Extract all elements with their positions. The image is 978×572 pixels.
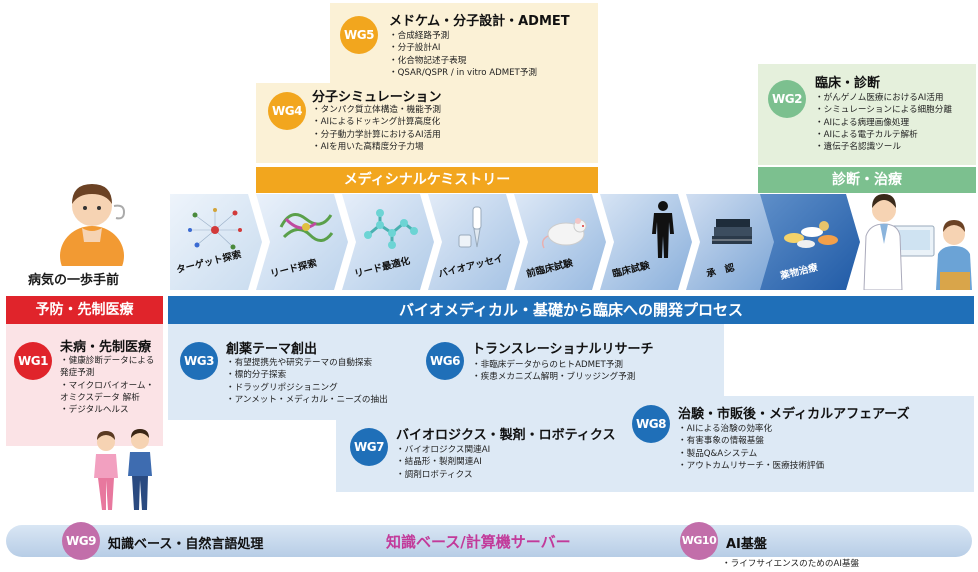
process-step-2 xyxy=(256,194,348,290)
wg8-title: 治験・市販後・メディカルアフェアーズ xyxy=(678,407,910,422)
wg2-item: AIによる電子カルテ解析 xyxy=(815,129,952,141)
wg7-title: バイオロジクス・製剤・ロボティクス xyxy=(396,428,616,443)
wg5-item: 分子設計AI xyxy=(389,42,537,54)
wg6-title: トランスレーショナルリサーチ xyxy=(472,342,654,357)
wg7-item: バイオロジクス関連AI xyxy=(396,444,491,456)
wg7-list: バイオロジクス関連AI 結晶形・製剤関連AI 調剤ロボティクス xyxy=(396,444,491,481)
wg8-item: AIによる治験の効率化 xyxy=(678,423,824,435)
pills-icon xyxy=(784,221,838,248)
wg5-title: メドケム・分子設計・ADMET xyxy=(389,14,570,29)
books-icon xyxy=(712,219,752,244)
wg1-list: 健康診断データによる発症予測 マイクロバイオーム・オミクスデータ 解析 デジタル… xyxy=(60,355,160,416)
diagnosis-band: 診断・治療 xyxy=(758,167,976,193)
wg5-item: QSAR/QSPR / in vitro ADMET予測 xyxy=(389,67,537,79)
prevention-band: 予防・先制医療 xyxy=(6,296,163,324)
mouse-icon xyxy=(541,218,587,249)
wg9-title: 知識ベース・自然言語処理 xyxy=(108,537,264,552)
wg8-badge: WG8 xyxy=(632,405,670,443)
wg6-badge: WG6 xyxy=(426,342,464,380)
wg4-title: 分子シミュレーション xyxy=(312,90,442,105)
wg10-title: AI基盤 xyxy=(726,537,767,552)
wg6-item: 非臨床データからのヒトADMET予測 xyxy=(472,359,635,371)
lead-protein-icon xyxy=(279,213,334,242)
wg1-title: 未病・先制医療 xyxy=(60,340,152,355)
wg6-item: 疾患メカニズム解明・ブリッジング予測 xyxy=(472,371,636,383)
doctor-patient-illustration xyxy=(863,194,972,290)
wg2-badge: WG2 xyxy=(768,80,806,118)
wg2-item: AIによる病理画像処理 xyxy=(815,117,952,129)
wg1-badge: WG1 xyxy=(14,342,52,380)
lower-blue-area-wg8 xyxy=(620,396,974,426)
wg8-list: AIによる治験の効率化 有害事象の情報基盤 製品Q&Aシステム アウトカムリサー… xyxy=(678,423,825,472)
wg4-item: AIを用いた高精度分子力場 xyxy=(312,141,441,153)
wg8-item: 有害事象の情報基盤 xyxy=(678,435,824,447)
wg1-item: デジタルヘルス xyxy=(60,404,160,416)
wg3-badge: WG3 xyxy=(180,342,218,380)
wg3-title: 創薬テーマ創出 xyxy=(226,342,318,357)
medchem-band: メディシナルケミストリー xyxy=(256,167,598,193)
patient-illustration xyxy=(60,184,126,266)
wg5-item: 合成経路予測 xyxy=(389,30,537,42)
wg4-badge: WG4 xyxy=(268,92,306,130)
wg5-item: 化合物記述子表現 xyxy=(389,55,537,67)
wg1-item: 健康診断データによる発症予測 xyxy=(60,355,160,380)
wg7-item: 結晶形・製剤関連AI xyxy=(396,456,490,468)
wg2-item: シミュレーションによる細胞分離 xyxy=(815,104,952,116)
process-step-3 xyxy=(342,194,434,290)
wg7-badge: WG7 xyxy=(350,428,388,466)
wg3-item: アンメット・メディカル・ニーズの抽出 xyxy=(226,394,388,406)
wg2-title: 臨床・診断 xyxy=(815,76,881,91)
patient-label: 病気の一歩手前 xyxy=(28,273,120,288)
wg6-list: 非臨床データからのヒトADMET予測 疾患メカニズム解明・ブリッジング予測 xyxy=(472,359,636,384)
children-running-illustration xyxy=(94,429,152,510)
wg4-list: タンパク質立体構造・機能予測 AIによるドッキング計算高度化 分子動力学計算にお… xyxy=(312,104,441,153)
wg4-item: AIによるドッキング計算高度化 xyxy=(312,116,441,128)
wg1-item: マイクロバイオーム・オミクスデータ 解析 xyxy=(60,380,160,405)
knowledge-base-label: 知識ベース/計算機サーバー xyxy=(386,533,571,551)
wg3-item: 有望提携先や研究テーマの自動探索 xyxy=(226,357,388,369)
wg2-item: がんゲノム医療におけるAI活用 xyxy=(815,92,952,104)
process-band: バイオメディカル・基礎から臨床への開発プロセス xyxy=(168,296,974,324)
wg5-list: 合成経路予測 分子設計AI 化合物記述子表現 QSAR/QSPR / in vi… xyxy=(389,30,537,79)
process-step-6 xyxy=(600,194,692,290)
knowledge-base-bar xyxy=(6,525,972,557)
wg7-item: 調剤ロボティクス xyxy=(396,469,490,481)
wg10-item: ライフサイエンスのためのAI基盤 xyxy=(722,558,859,570)
wg2-item: 遺伝子名認識ツール xyxy=(815,141,952,153)
wg10-list: ライフサイエンスのためのAI基盤 xyxy=(722,558,859,570)
wg5-badge: WG5 xyxy=(340,16,378,54)
wg8-item: アウトカムリサーチ・医療技術評価 xyxy=(678,460,825,472)
wg3-list: 有望提携先や研究テーマの自動探索 標的分子探索 ドラッグリポジショニング アンメ… xyxy=(226,357,388,406)
human-body-icon xyxy=(652,201,674,258)
wg4-item: タンパク質立体構造・機能予測 xyxy=(312,104,441,116)
wg3-item: 標的分子探索 xyxy=(226,369,388,381)
target-network-icon xyxy=(188,208,242,250)
wg4-item: 分子動力学計算におけるAI活用 xyxy=(312,129,441,141)
wg9-badge: WG9 xyxy=(62,522,100,560)
wg3-item: ドラッグリポジショニング xyxy=(226,382,388,394)
wg10-badge: WG10 xyxy=(680,522,718,560)
wg2-list: がんゲノム医療におけるAI活用 シミュレーションによる細胞分離 AIによる病理画… xyxy=(815,92,952,153)
pipette-icon xyxy=(458,206,482,248)
lead-molecule-icon xyxy=(364,209,418,249)
wg8-item: 製品Q&Aシステム xyxy=(678,448,824,460)
